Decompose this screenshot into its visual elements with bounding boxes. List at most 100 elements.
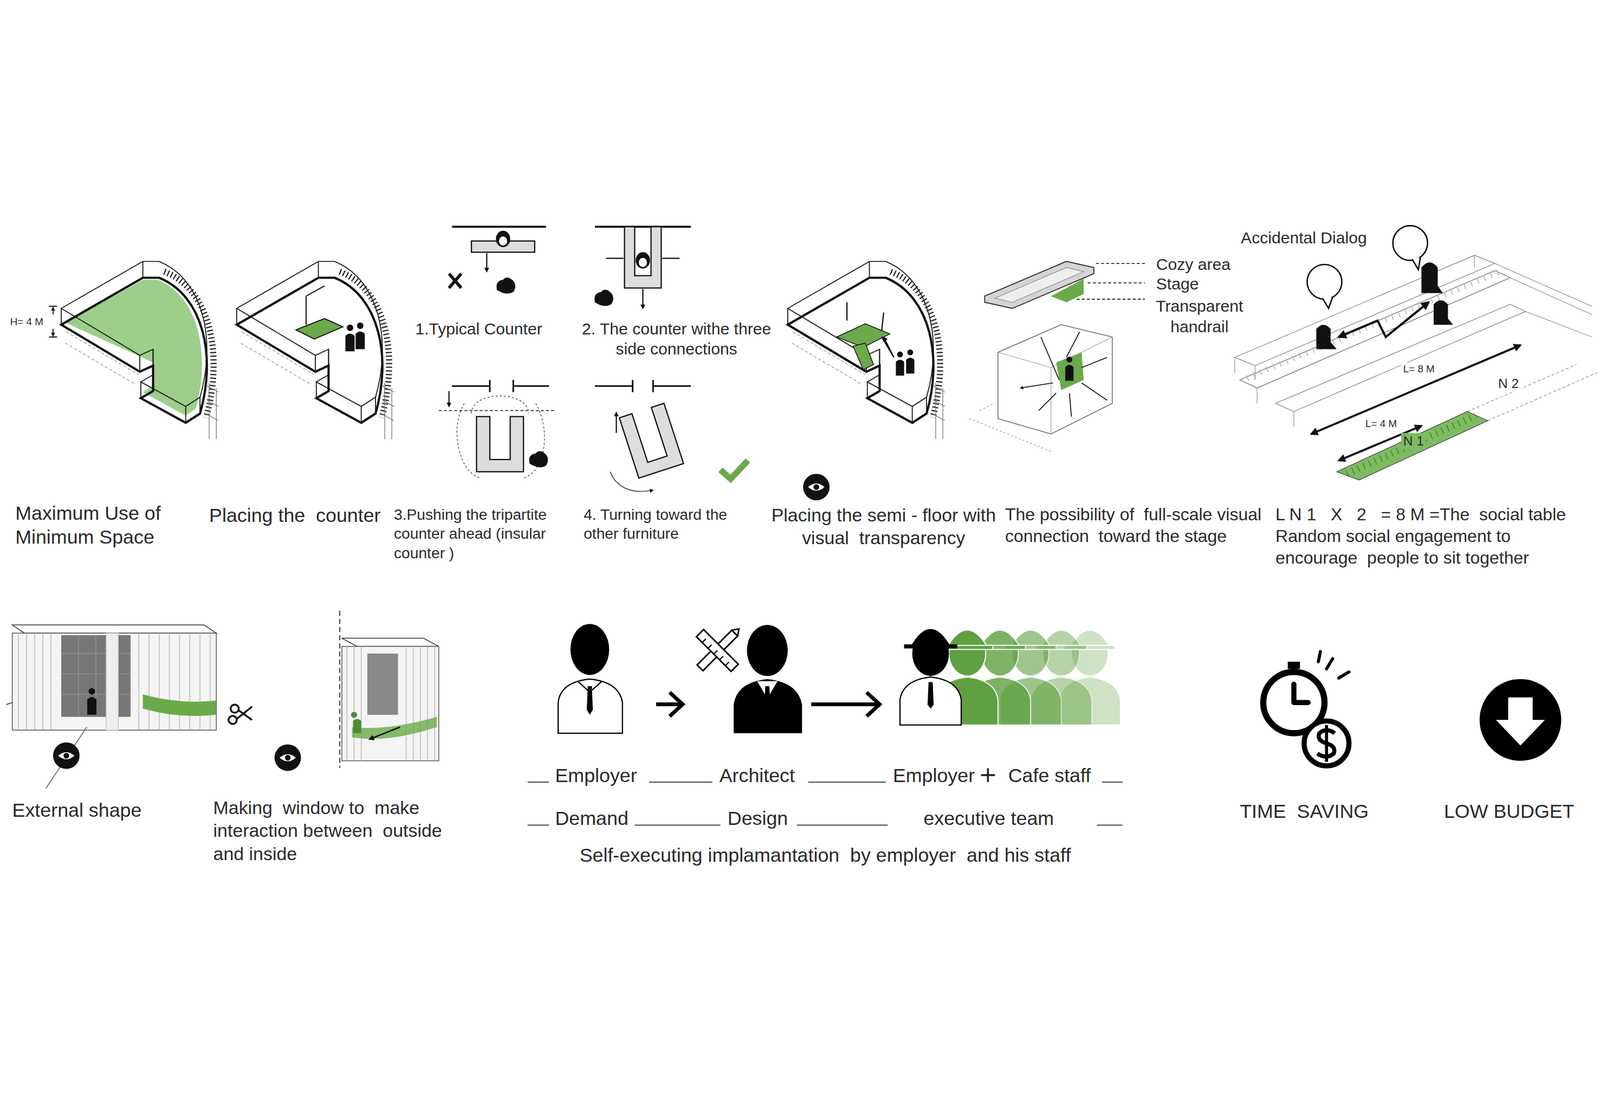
time-saving-icon (1263, 651, 1350, 766)
person-group: ArchitectDesign (690, 612, 803, 833)
dimension-label: L= 8 M (1401, 362, 1437, 375)
person-group: EmployerDemand (546, 612, 649, 833)
counter-diagram-4 (594, 379, 748, 492)
counter-placing-figure (236, 261, 394, 439)
icon-caption: LOW BUDGET (1443, 799, 1575, 824)
time-saving-icon (1318, 651, 1349, 678)
social-table-figure (1467, 364, 1597, 421)
low-budget-icon (1479, 678, 1562, 761)
person-label: Design (727, 806, 788, 831)
counter-diagram-3 (529, 450, 549, 468)
callout-label: Cozy area (1156, 254, 1231, 275)
counter-diagram-3 (448, 391, 450, 407)
stage-figure (1065, 356, 1074, 381)
flow-arrow (811, 702, 880, 706)
semi-floor-figure (787, 261, 945, 439)
callout-label: Transparent handrail (1150, 295, 1248, 337)
external-shape-figure (87, 687, 97, 715)
external-shape-figure (5, 702, 12, 705)
counter-diagram-2 (606, 258, 680, 309)
counter-diagram-4 (615, 412, 617, 433)
person-icons (558, 678, 623, 734)
external-shape-figure (230, 704, 239, 713)
max-space-figure (61, 261, 219, 439)
external-shape-figure (5, 610, 340, 789)
social-table-figure (1336, 411, 1488, 480)
external-shape-figure (12, 632, 217, 730)
icon-caption: TIME SAVING (1239, 799, 1369, 824)
stage-figure (969, 261, 1145, 451)
diagram-caption: 2. The counter withe three side connecti… (579, 318, 774, 360)
time-saving-icon (1304, 720, 1350, 766)
external-shape-figure (61, 635, 131, 717)
person-label: Employer (892, 763, 975, 788)
counter-diagram-1 (496, 277, 516, 294)
social-table-figure (1346, 415, 1476, 474)
window-figure (367, 653, 398, 715)
external-shape-figure (228, 715, 237, 724)
step-caption: Placing the semi - floor with visual tra… (767, 503, 1000, 550)
person-icons (527, 623, 1123, 825)
semi-floor-figure (905, 349, 915, 374)
person-icons (764, 685, 771, 712)
external-shape-figure (12, 624, 217, 633)
stage-figure (984, 261, 1094, 309)
counter-diagram-4 (610, 471, 653, 491)
person-label: executive team (923, 806, 1054, 831)
social-table-figure (1411, 257, 1421, 270)
external-shape-figure (46, 726, 87, 788)
stage-figure (994, 267, 1084, 303)
person-label: Cafe staff (1008, 763, 1092, 788)
window-figure (346, 646, 435, 761)
stage-figure (998, 324, 1113, 434)
stage-figure (1020, 331, 1107, 417)
person-group: Employer+ Cafe staff executive team (888, 612, 1118, 833)
dimension-label: H= 4 M (10, 315, 44, 328)
counter-diagram-2 (594, 226, 691, 309)
max-space-figure (65, 279, 203, 416)
counter-diagram-3 (438, 379, 557, 478)
counter-diagram-1 (449, 273, 462, 288)
callout-label: Stage (1156, 273, 1200, 295)
counter-diagram-4 (619, 403, 684, 478)
counter-diagram-2 (594, 225, 691, 228)
diagram-caption: 1.Typical Counter (415, 318, 543, 340)
counter-diagram-1 (449, 226, 547, 294)
person-icons (696, 629, 738, 672)
counter-diagram-3 (438, 410, 557, 412)
table-label: N 2 (1495, 375, 1521, 393)
step-caption: Making window to make interaction betwee… (213, 795, 474, 865)
social-table-figure (1338, 302, 1429, 338)
window-figure (274, 743, 302, 771)
semi-floor-figure (895, 351, 904, 376)
person-label: Demand (554, 806, 628, 831)
person-icons (586, 685, 593, 715)
diagram-caption: 4. Turning toward the other furniture (583, 504, 757, 544)
counter-diagram-2 (594, 289, 614, 307)
person-label: + (979, 756, 997, 793)
semi-floor-figure (802, 473, 830, 501)
social-table-figure (1393, 225, 1428, 261)
diagram-caption: 3.Pushing the tripartite counter ahead (… (393, 504, 582, 563)
table-label: N 1 (1401, 432, 1427, 450)
dimension-label: L= 4 M (1363, 417, 1399, 430)
counter-placing-figure (236, 261, 394, 439)
time-saving-icon (1293, 683, 1308, 703)
max-space-figure (48, 261, 219, 439)
low-budget-icon (1479, 678, 1562, 761)
counter-diagram-1 (451, 225, 546, 228)
counter-placing-figure (295, 318, 343, 340)
step-caption: L N 1 X 2 = 8 M =The social table Random… (1275, 503, 1592, 569)
external-shape-figure (53, 742, 80, 769)
time-saving-icon (1287, 661, 1301, 669)
stage-figure (969, 403, 1052, 452)
person-icons (570, 623, 610, 675)
counter-diagram-2 (624, 226, 662, 288)
person-icons (702, 638, 729, 666)
person-icons (904, 644, 958, 649)
flow-arrow (656, 691, 683, 716)
callout-label: Accidental Dialog (1240, 227, 1368, 249)
social-table-figure (1311, 345, 1521, 434)
